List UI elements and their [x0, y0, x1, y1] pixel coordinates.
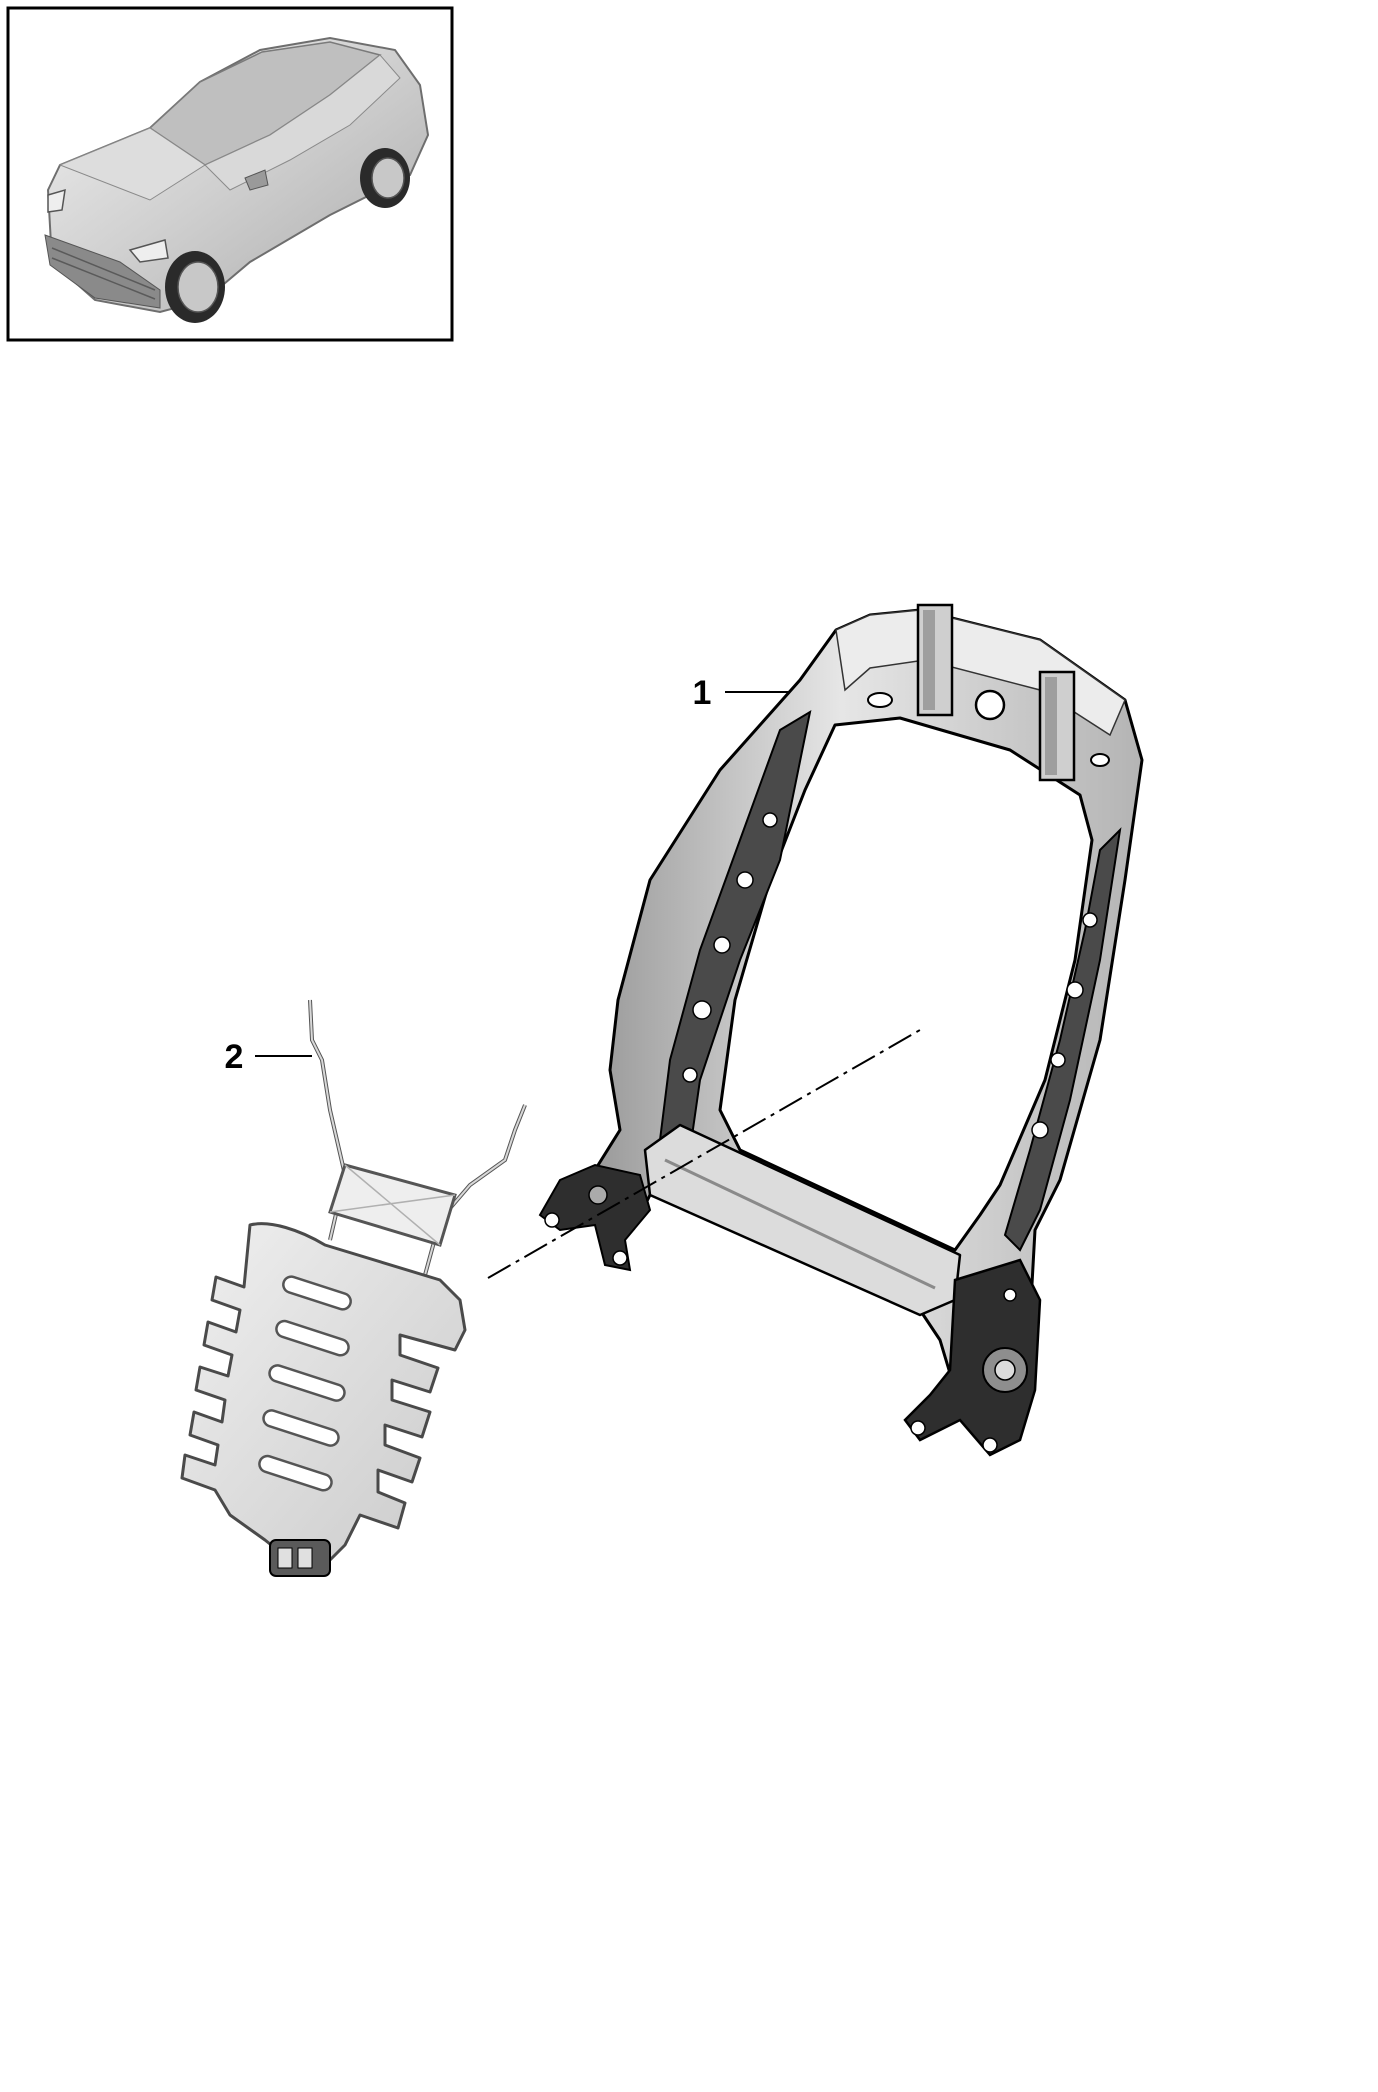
seat-backrest-frame: [538, 603, 1144, 1457]
callout-label-2: 2: [225, 1038, 244, 1076]
callout-label-1: 1: [693, 674, 712, 712]
lumbar-actuator: [269, 1539, 331, 1577]
recliner-right: [903, 1258, 1042, 1457]
lumbar-support-mat: [180, 999, 527, 1577]
vehicle-thumbnail-icon: [44, 36, 430, 323]
headrest-guide-left: [916, 603, 954, 717]
recliner-left: [538, 1163, 652, 1272]
vehicle-thumbnail: [6, 6, 454, 342]
headrest-guide-right: [1038, 670, 1076, 782]
callout-1: 1: [693, 674, 790, 712]
callout-2: 2: [225, 1038, 312, 1076]
